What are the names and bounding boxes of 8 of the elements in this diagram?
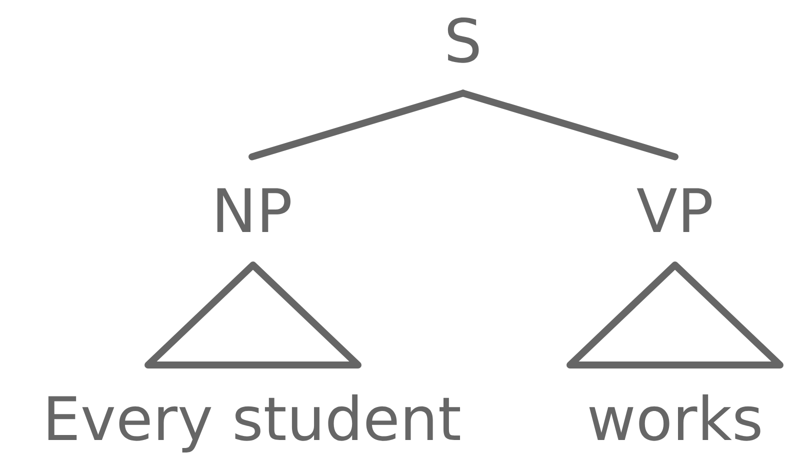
triangle-shape [566,262,784,368]
category-label: VP [636,188,712,232]
category-label: NP [217,188,290,232]
word-label: Every student [48,394,460,452]
category-label: S [448,17,479,63]
tree-branch [460,90,678,160]
word-label: works [589,394,760,441]
triangle-shape [144,262,362,368]
